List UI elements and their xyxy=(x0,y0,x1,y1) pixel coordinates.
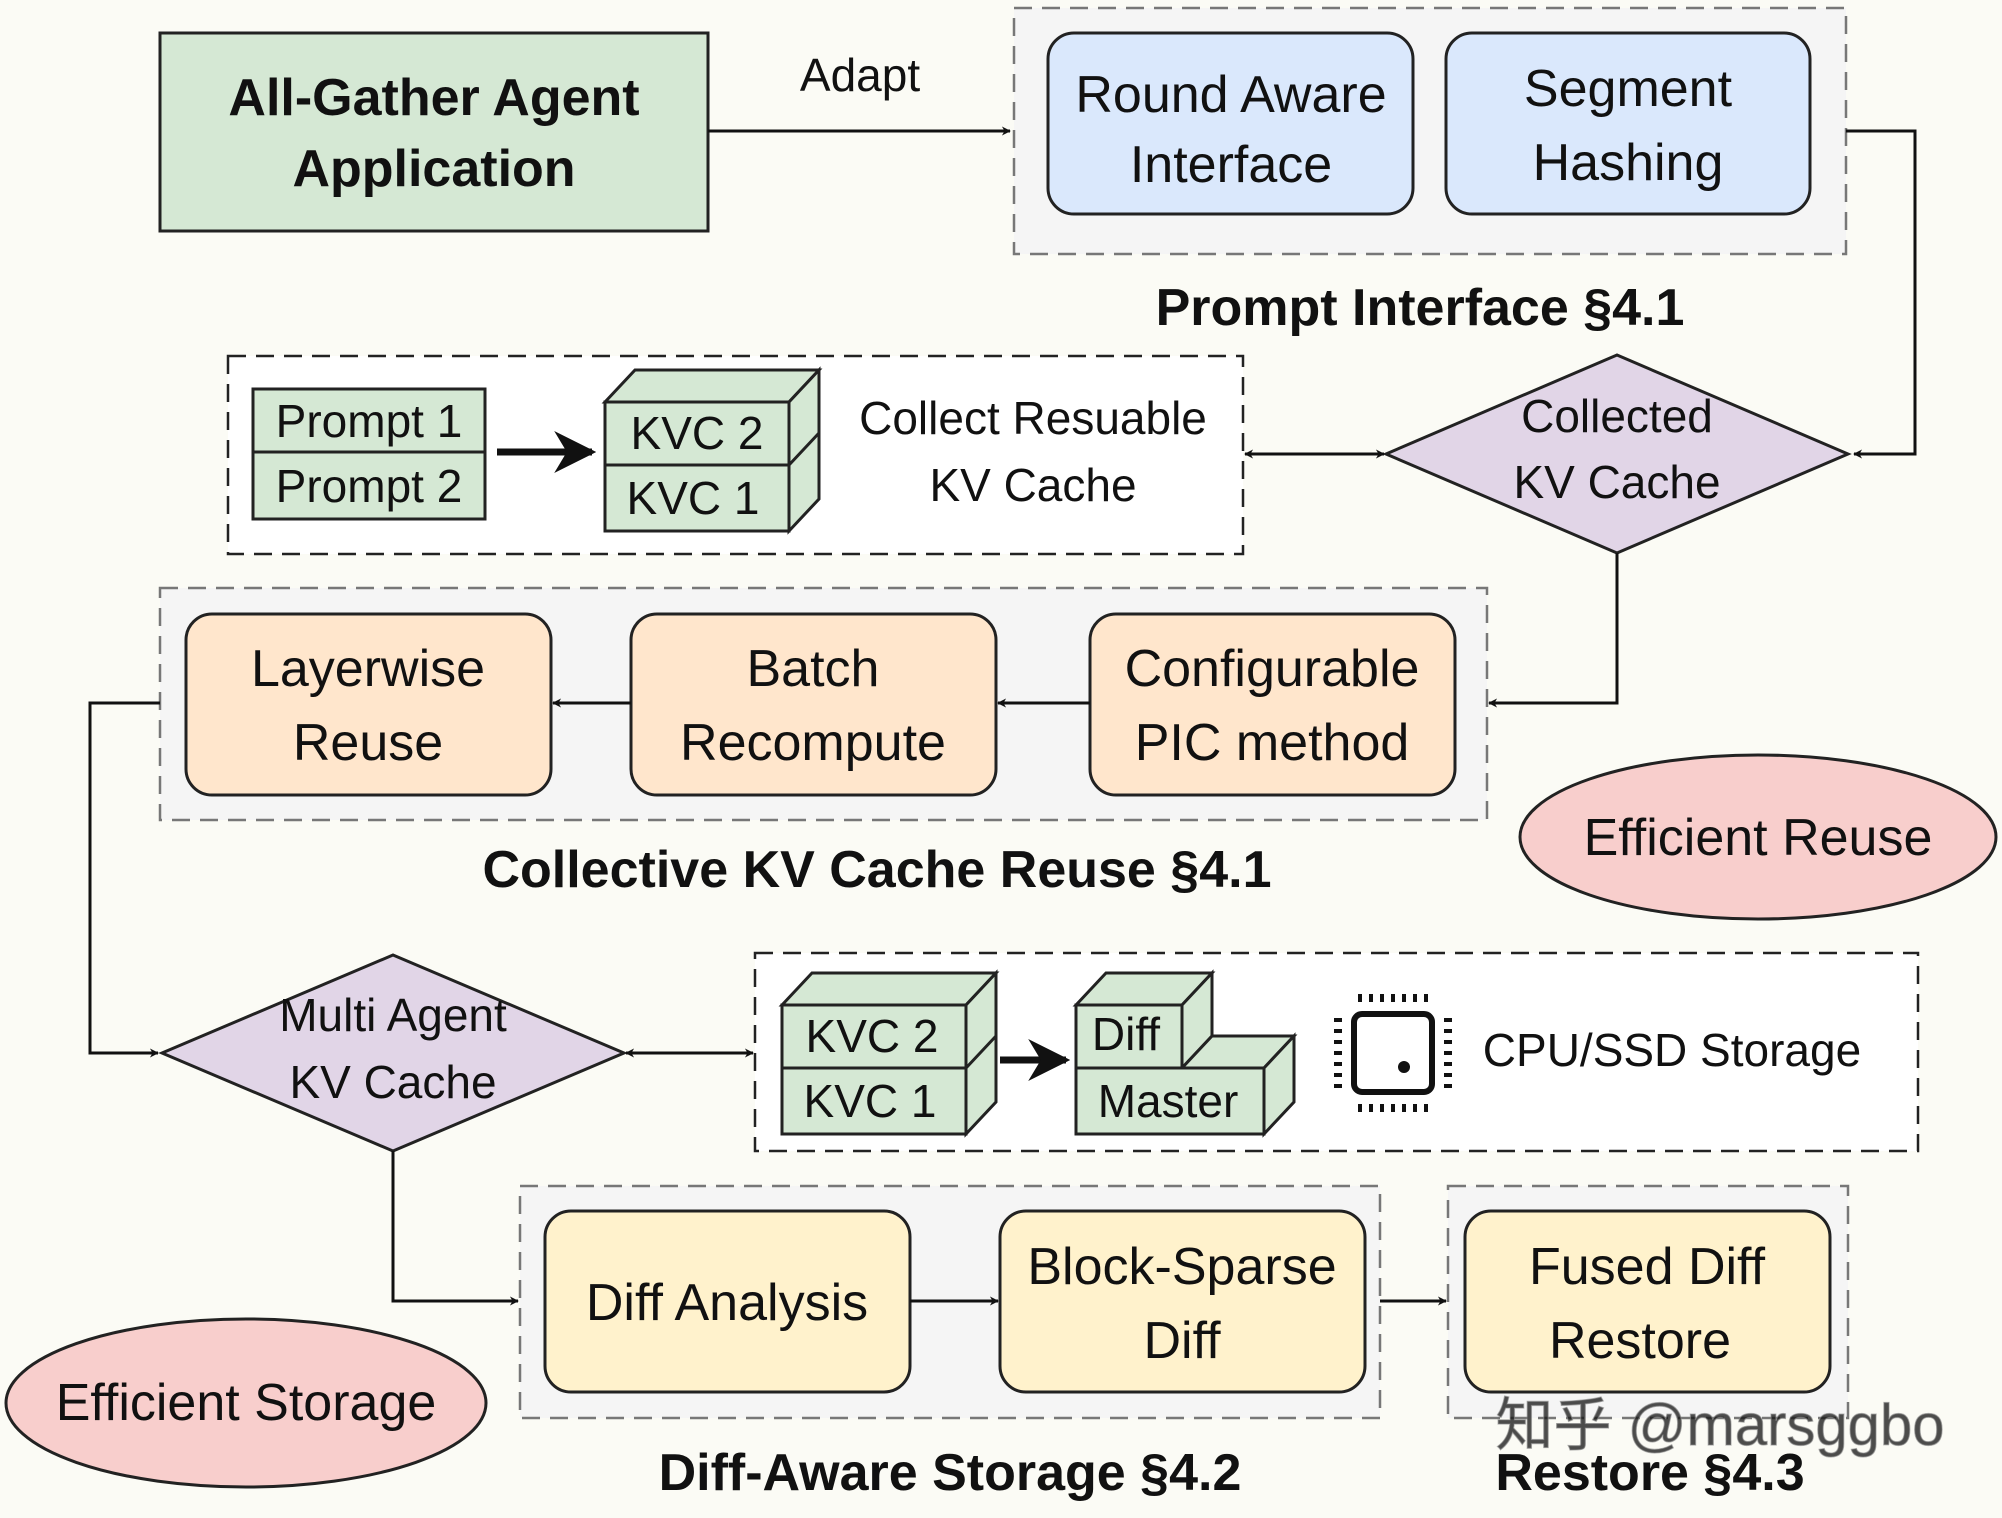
batch-line2: Recompute xyxy=(680,714,946,772)
multi-agent-to-diff-arrow xyxy=(391,1151,519,1306)
layerwise-line2: Reuse xyxy=(293,714,443,772)
application-title-line1: All-Gather Agent xyxy=(228,69,639,127)
prompt-stack: Prompt 1 Prompt 2 xyxy=(251,387,487,521)
multi-agent-kv-cache-diamond: Multi Agent KV Cache xyxy=(158,953,628,1153)
prompt-1-label: Prompt 1 xyxy=(276,395,463,447)
storage-kvc-1-label: KVC 1 xyxy=(804,1075,937,1127)
restore-line1: Fused Diff xyxy=(1529,1238,1766,1296)
batch-line1: Batch xyxy=(747,640,880,698)
fused-diff-restore-box: Fused Diff Restore xyxy=(1463,1209,1832,1394)
collective-reuse-panel: Layerwise Reuse Batch Recompute Configur… xyxy=(158,586,1489,822)
batch-recompute-box: Batch Recompute xyxy=(629,612,998,797)
all-gather-agent-application-box: All-Gather Agent Application xyxy=(158,31,710,233)
efficient-storage-ellipse: Efficient Storage xyxy=(4,1317,488,1489)
watermark-text: 知乎 @marsggbo xyxy=(1496,1393,1945,1458)
collected-line1: Collected xyxy=(1521,390,1713,442)
multi-agent-line2: KV Cache xyxy=(289,1056,496,1108)
prompt-interface-panel: Round Aware Interface Segment Hashing xyxy=(1012,6,1848,256)
application-title-line2: Application xyxy=(292,140,575,198)
restore-line2: Restore xyxy=(1549,1312,1731,1370)
restore-panel: Fused Diff Restore xyxy=(1446,1184,1850,1420)
diff-aware-storage-caption: Diff-Aware Storage §4.2 xyxy=(659,1444,1242,1502)
layerwise-reuse-box: Layerwise Reuse xyxy=(184,612,553,797)
block-sparse-line1: Block-Sparse xyxy=(1027,1238,1336,1296)
collected-kv-cache-diamond: Collected KV Cache xyxy=(1382,353,1852,555)
storage-kvc-2-label: KVC 2 xyxy=(806,1010,939,1062)
round-aware-interface-box: Round Aware Interface xyxy=(1046,31,1415,216)
collect-reusable-line2: KV Cache xyxy=(929,459,1136,511)
restore-caption: Restore §4.3 xyxy=(1495,1444,1804,1502)
efficient-reuse-label: Efficient Reuse xyxy=(1584,809,1933,867)
master-label: Master xyxy=(1098,1075,1239,1127)
diff-label: Diff xyxy=(1092,1008,1160,1060)
cpu-ssd-storage-label: CPU/SSD Storage xyxy=(1483,1024,1861,1076)
block-sparse-diff-box: Block-Sparse Diff xyxy=(998,1209,1367,1394)
collected-to-reuse-arrow xyxy=(1488,553,1619,708)
kvc-2-label: KVC 2 xyxy=(631,407,764,459)
cpu-chip-icon xyxy=(1334,994,1452,1112)
diff-analysis-box: Diff Analysis xyxy=(543,1209,912,1394)
segment-hashing-line1: Segment xyxy=(1524,60,1733,118)
diff-aware-storage-panel: Diff Analysis Block-Sparse Diff xyxy=(518,1184,1382,1420)
block-sparse-line2: Diff xyxy=(1143,1312,1221,1370)
config-line2: PIC method xyxy=(1135,714,1410,772)
adapt-arrow: Adapt xyxy=(708,49,1011,136)
collect-reusable-line1: Collect Resuable xyxy=(859,392,1207,444)
efficient-reuse-ellipse: Efficient Reuse xyxy=(1518,753,1998,921)
efficient-storage-label: Efficient Storage xyxy=(56,1374,437,1432)
diff-master-block: Diff Master xyxy=(1072,969,1298,1138)
segment-hashing-box: Segment Hashing xyxy=(1444,31,1812,216)
collected-line2: KV Cache xyxy=(1513,456,1720,508)
diff-analysis-label: Diff Analysis xyxy=(586,1274,868,1332)
prompt-2-label: Prompt 2 xyxy=(276,460,463,512)
layerwise-line1: Layerwise xyxy=(251,640,485,698)
round-aware-line1: Round Aware xyxy=(1075,66,1386,124)
prompt-interface-caption: Prompt Interface §4.1 xyxy=(1156,279,1685,337)
collect-reusable-panel: Prompt 1 Prompt 2 KVC 2 KVC 1 Collect Re… xyxy=(226,354,1245,556)
prompt-interface-to-collected-arrow xyxy=(1846,129,1917,459)
adapt-label: Adapt xyxy=(800,49,920,101)
reuse-to-multi-agent-arrow xyxy=(88,701,160,1058)
segment-hashing-line2: Hashing xyxy=(1533,134,1724,192)
round-aware-line2: Interface xyxy=(1130,136,1332,194)
kvc-cube-stack-top: KVC 2 KVC 1 xyxy=(601,366,823,535)
multi-agent-line1: Multi Agent xyxy=(279,989,507,1041)
config-line1: Configurable xyxy=(1125,640,1420,698)
collective-reuse-caption: Collective KV Cache Reuse §4.1 xyxy=(482,841,1271,899)
kvc-cube-stack-bottom: KVC 2 KVC 1 xyxy=(778,969,1000,1138)
storage-panel: KVC 2 KVC 1 Diff Master CPU/SSD Storage xyxy=(753,951,1920,1153)
kvc-1-label: KVC 1 xyxy=(627,472,760,524)
configurable-pic-method-box: Configurable PIC method xyxy=(1088,612,1457,797)
